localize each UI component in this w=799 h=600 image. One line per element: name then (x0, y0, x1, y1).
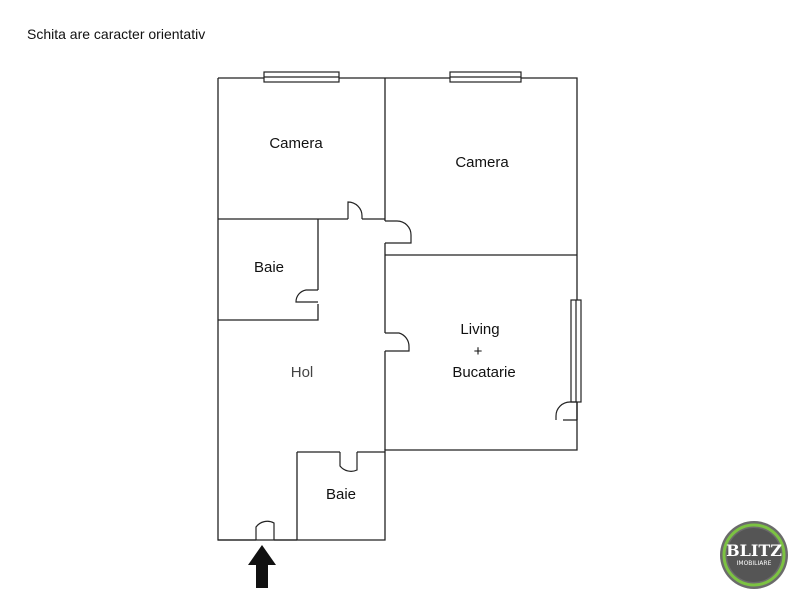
interior-wall (563, 402, 578, 421)
room-label-plus: + (474, 343, 483, 360)
room-label-living: Living (460, 321, 499, 338)
logo-subtext: IMOBILIARE (737, 560, 772, 567)
logo-word: BLITZ (726, 541, 782, 560)
disclaimer-note: Schita are caracter orientativ (27, 26, 206, 42)
door-swing (385, 332, 410, 352)
room-label-baie-top: Baie (254, 259, 284, 276)
interior-wall (218, 219, 319, 321)
entrance-arrow-icon (248, 545, 276, 588)
interior-wall (296, 451, 385, 540)
door-swing (385, 220, 412, 244)
door-swing (339, 452, 358, 472)
door-swing (295, 289, 318, 303)
door-swing (347, 201, 363, 219)
window-left-bedroom (263, 71, 340, 83)
room-label-camera-right: Camera (455, 154, 509, 171)
window-right-bedroom (449, 71, 522, 83)
blitz-logo: BLITZ IMOBILIARE (720, 521, 788, 589)
door-swing (255, 520, 275, 540)
door-swing (555, 401, 577, 420)
window-living (570, 299, 582, 403)
room-label-baie-bottom: Baie (326, 486, 356, 503)
room-label-hol: Hol (291, 364, 314, 381)
room-label-camera-left: Camera (269, 135, 323, 152)
room-label-bucatarie: Bucatarie (452, 364, 515, 381)
